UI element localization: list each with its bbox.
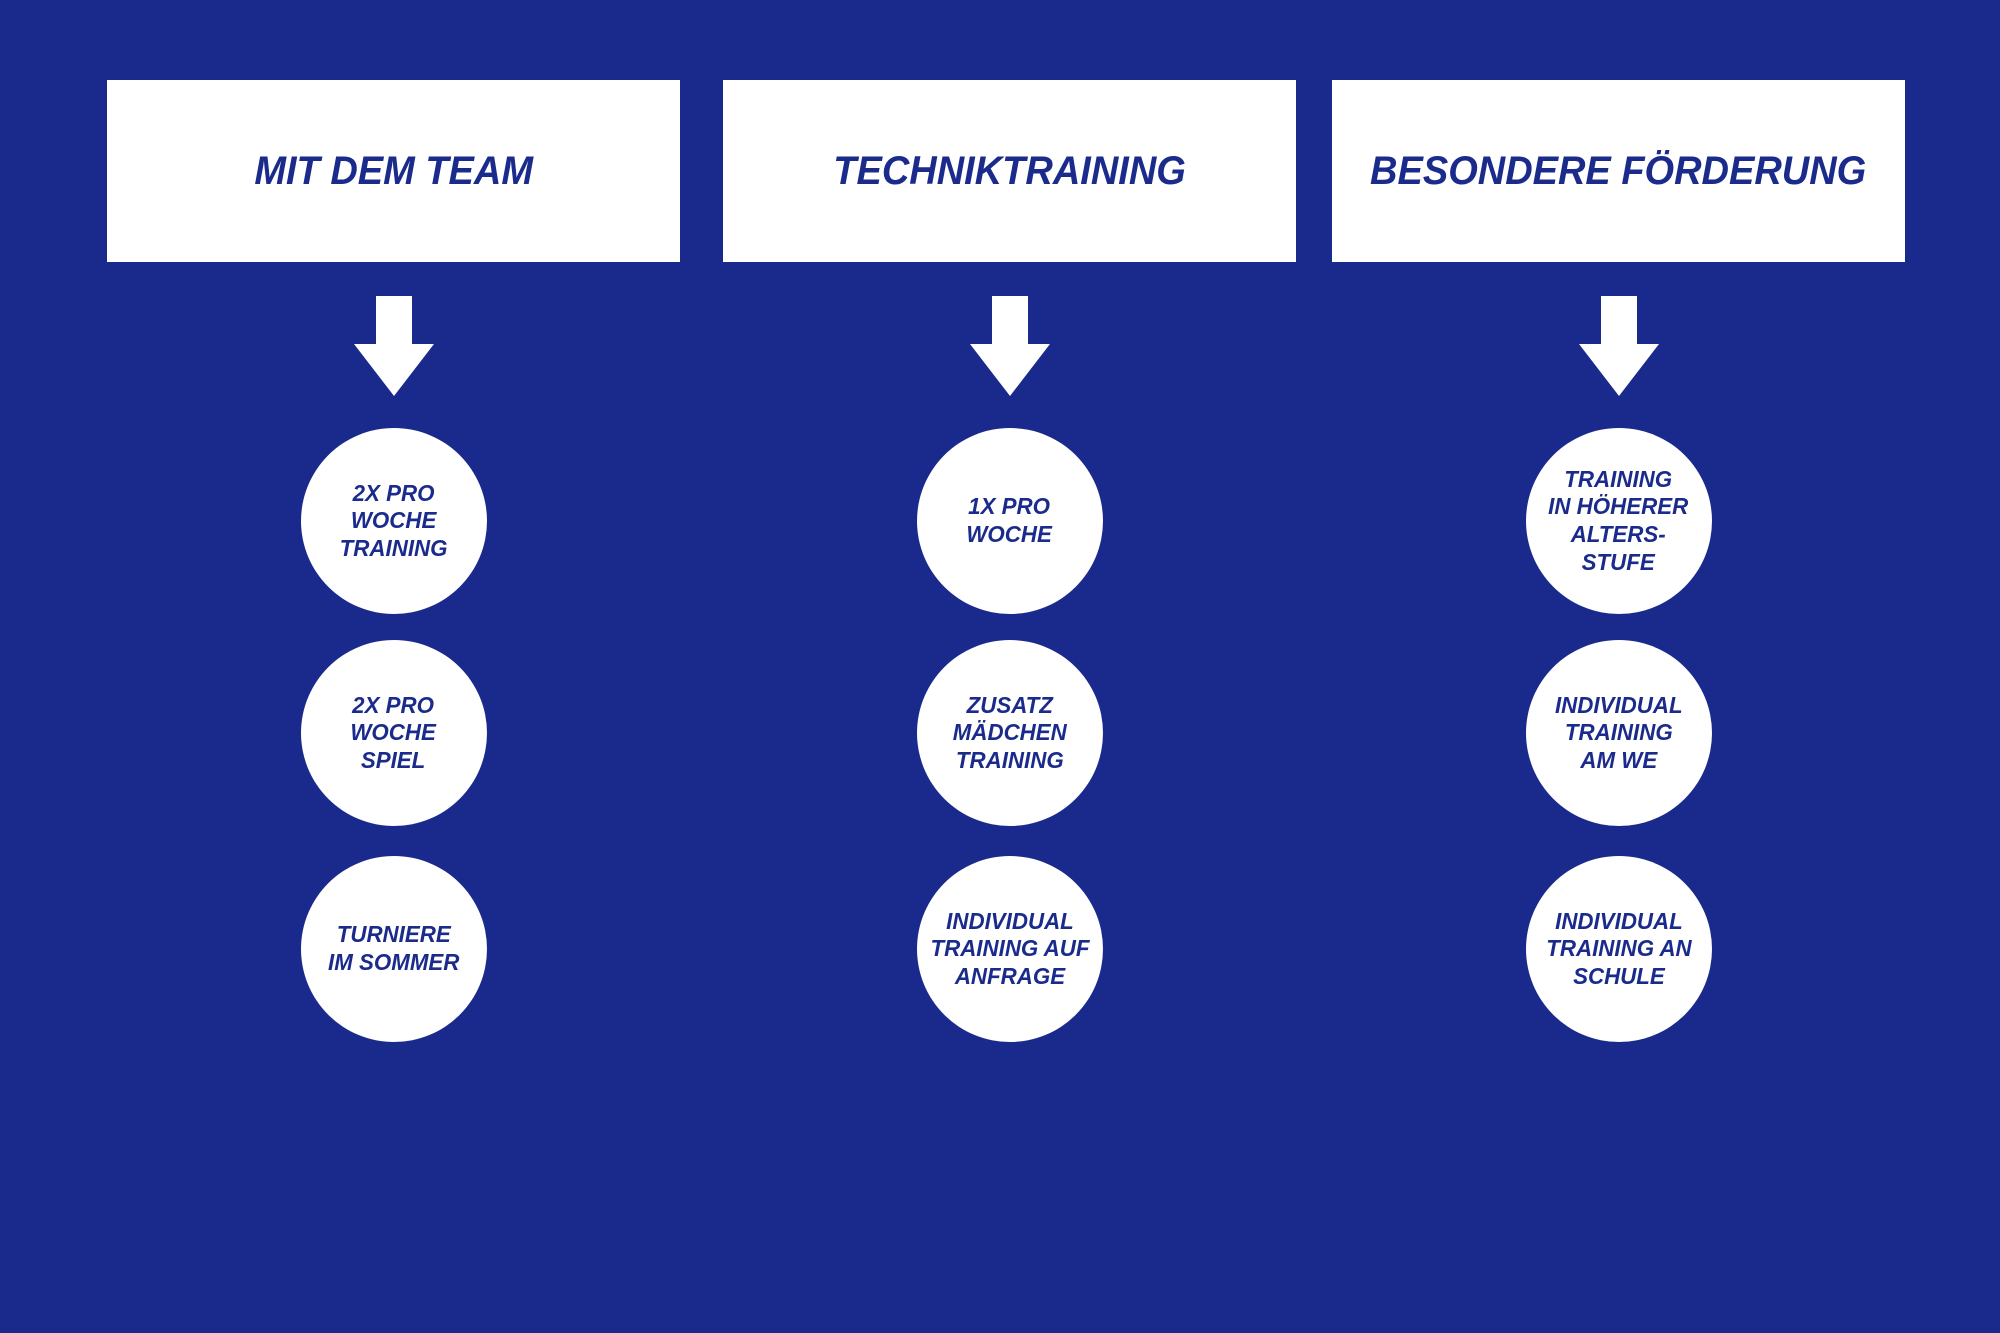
arrow-down-icon [353, 296, 434, 396]
step-circle: 2X PRO WOCHE SPIEL [300, 640, 487, 826]
step-label: 1X PRO WOCHE [966, 493, 1053, 547]
step-circle: ZUSATZ MÄDCHEN TRAINING [916, 640, 1103, 826]
step-label: ZUSATZ MÄDCHEN TRAINING [952, 691, 1067, 773]
column-besondere-foerderung: BESONDERE FÖRDERUNG TRAINING IN HÖHERER … [1332, 80, 1905, 1042]
step-circle: INDIVIDUAL TRAINING AUF ANFRAGE [916, 856, 1103, 1042]
column-header-box: TECHNIKTRAINING [723, 80, 1296, 262]
column-header-box: BESONDERE FÖRDERUNG [1332, 80, 1905, 262]
step-circle: 2X PRO WOCHE TRAINING [300, 428, 487, 614]
step-circle: INDIVIDUAL TRAINING AM WE [1525, 640, 1712, 826]
step-circle: INDIVIDUAL TRAINING AN SCHULE [1525, 856, 1712, 1042]
arrow-down-icon [969, 296, 1050, 396]
column-header-label: MIT DEM TEAM [254, 148, 533, 193]
step-label: 2X PRO WOCHE SPIEL [350, 691, 437, 773]
column-mit-dem-team: MIT DEM TEAM 2X PRO WOCHE TRAINING 2X PR… [107, 80, 680, 1042]
arrow-down-icon [1578, 296, 1659, 396]
column-header-label: TECHNIKTRAINING [833, 148, 1186, 193]
step-circle: TURNIERE IM SOMMER [300, 856, 487, 1042]
step-circle: 1X PRO WOCHE [916, 428, 1103, 614]
step-label: INDIVIDUAL TRAINING AM WE [1554, 691, 1683, 773]
step-label: INDIVIDUAL TRAINING AUF ANFRAGE [929, 907, 1090, 989]
step-label: INDIVIDUAL TRAINING AN SCHULE [1545, 907, 1692, 989]
step-label: TRAINING IN HÖHERER ALTERS- STUFE [1548, 465, 1689, 575]
step-circle: TRAINING IN HÖHERER ALTERS- STUFE [1525, 428, 1712, 614]
column-techniktraining: TECHNIKTRAINING 1X PRO WOCHE ZUSATZ MÄDC… [723, 80, 1296, 1042]
column-header-box: MIT DEM TEAM [107, 80, 680, 262]
column-header-label: BESONDERE FÖRDERUNG [1370, 148, 1867, 193]
step-label: 2X PRO WOCHE TRAINING [339, 479, 448, 561]
step-label: TURNIERE IM SOMMER [327, 921, 460, 975]
